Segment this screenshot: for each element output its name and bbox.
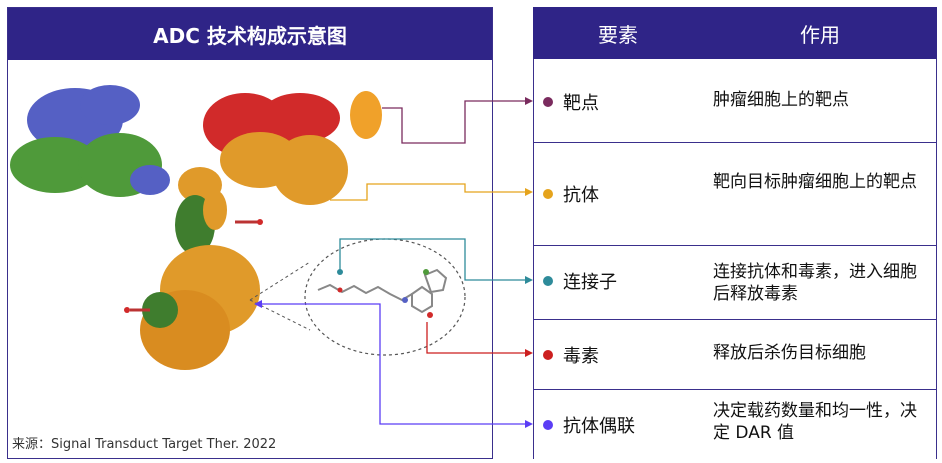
row-element: 毒素 [563, 346, 599, 367]
table-row: 毒素 释放后杀伤目标细胞 [533, 320, 937, 390]
linker-dot-icon [543, 276, 553, 286]
antibody-light-chain-left [10, 85, 170, 197]
table-row: 连接子 连接抗体和毒素，进入细胞后释放毒素 [533, 246, 937, 320]
connector-conjugation [258, 303, 525, 425]
conjugation-dot-icon [543, 420, 553, 430]
antibody-fc-region [140, 245, 260, 370]
row-function: 连接抗体和毒素，进入细胞后释放毒素 [713, 262, 917, 304]
diagram-title: ADC 技术构成示意图 [8, 8, 492, 60]
row-element: 靶点 [563, 93, 599, 114]
row-function: 靶向目标肿瘤细胞上的靶点 [713, 172, 917, 192]
row-function: 肿瘤细胞上的靶点 [713, 90, 849, 110]
header-element: 要素 [598, 22, 638, 47]
payload-dot-icon [543, 350, 553, 360]
antibody-heavy-chain-right [178, 93, 348, 205]
connector-payload [426, 322, 525, 354]
connector-antibody [330, 183, 525, 201]
header-function: 作用 [800, 22, 840, 47]
connector-target [382, 100, 525, 144]
table-row: 靶点 肿瘤细胞上的靶点 [533, 59, 937, 143]
row-function: 释放后杀伤目标细胞 [713, 343, 866, 363]
table-row: 抗体偶联 决定载药数量和均一性，决定 DAR 值 [533, 390, 937, 459]
row-element: 抗体 [563, 185, 599, 206]
row-element: 抗体偶联 [563, 416, 635, 437]
linker-payload-molecule [317, 268, 448, 318]
diagram-panel: ADC 技术构成示意图 来源：Signal Transduct Target T… [7, 7, 493, 459]
row-element: 连接子 [563, 272, 617, 293]
row-function: 决定载药数量和均一性，决定 DAR 值 [713, 401, 917, 443]
target-antigen [350, 91, 382, 139]
elements-table: 要素 作用 靶点 肿瘤细胞上的靶点 抗体 靶向目标肿瘤细胞上的靶点 连接子 连接… [533, 7, 937, 459]
antibody-hinge [175, 190, 227, 255]
table-row: 抗体 靶向目标肿瘤细胞上的靶点 [533, 143, 937, 246]
table-header: 要素 作用 [533, 7, 937, 59]
zoom-ellipse [304, 238, 466, 356]
source-citation: 来源：Signal Transduct Target Ther. 2022 [12, 437, 277, 452]
target-dot-icon [543, 97, 553, 107]
antibody-dot-icon [543, 189, 553, 199]
connector-linker [339, 238, 525, 281]
